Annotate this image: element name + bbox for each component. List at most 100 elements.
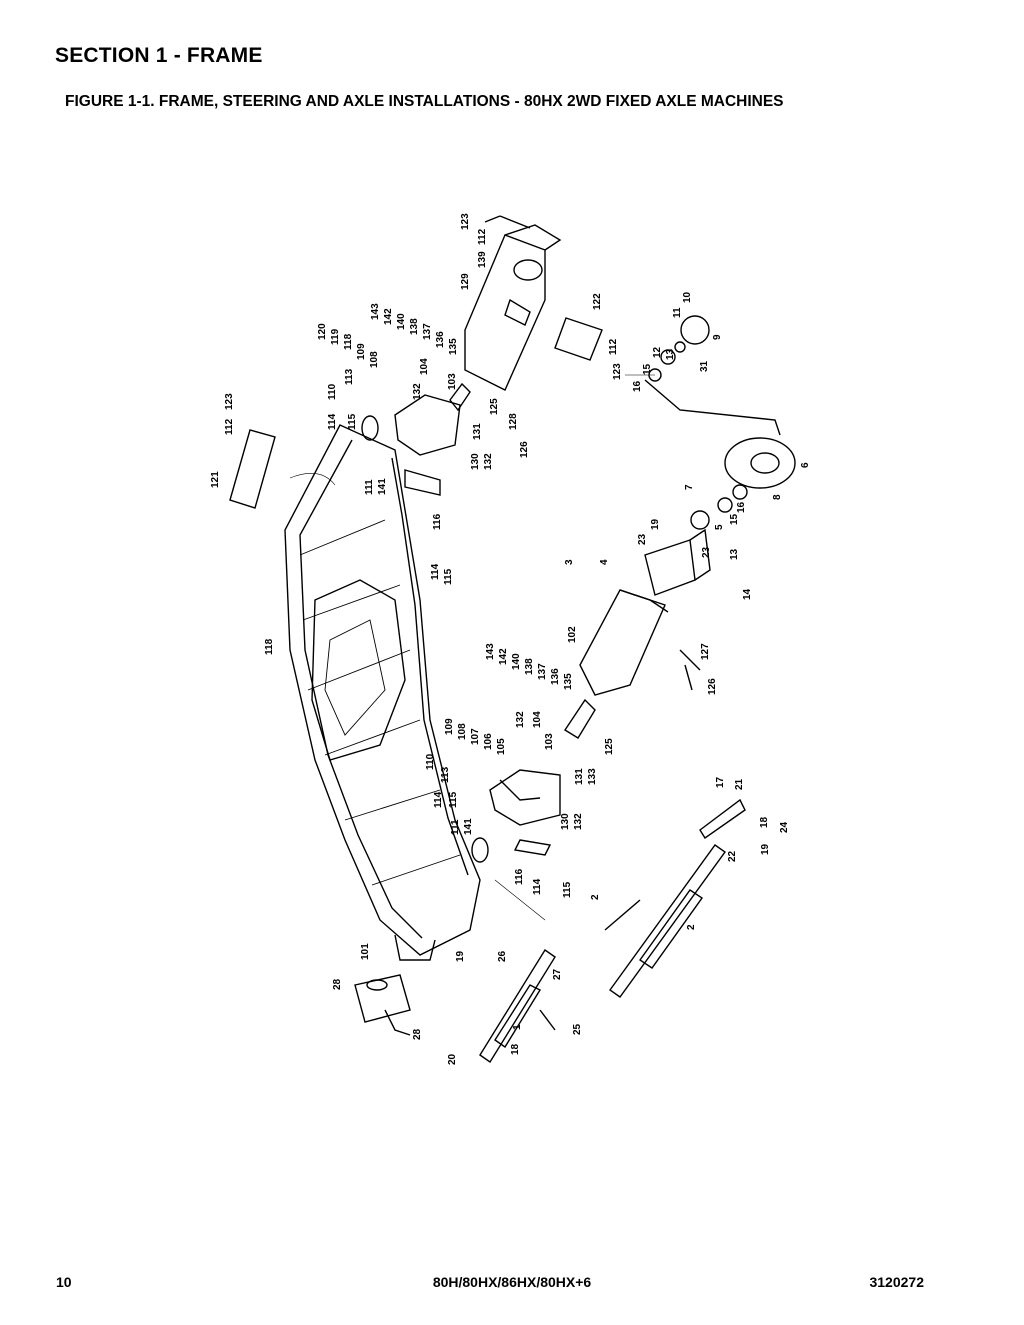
section-title: SECTION 1 - FRAME [55, 44, 263, 67]
callout-labels: 123 112 139 129 122 112 123 120 119 118 … [210, 213, 811, 1065]
document-number: 3120272 [869, 1274, 924, 1290]
callout-label: 109 [444, 718, 455, 735]
callout-label: 135 [563, 673, 574, 690]
callout-label: 120 [317, 323, 328, 340]
callout-label: 31 [699, 360, 710, 372]
callout-label: 130 [560, 813, 571, 830]
callout-label: 140 [396, 313, 407, 330]
callout-label: 110 [425, 753, 436, 770]
callout-label: 126 [519, 441, 530, 458]
callout-label: 111 [450, 819, 461, 835]
callout-label: 104 [419, 358, 430, 375]
callout-label: 132 [573, 813, 584, 830]
callout-label: 123 [460, 213, 471, 230]
callout-label: 127 [700, 643, 711, 660]
callout-label: 132 [483, 453, 494, 470]
callout-label: 113 [440, 766, 451, 783]
callout-label: 113 [344, 368, 355, 385]
callout-label: 20 [447, 1053, 458, 1065]
callout-label: 28 [332, 978, 343, 990]
callout-label: 9 [712, 334, 723, 340]
callout-label: 125 [489, 398, 500, 415]
callout-label: 6 [800, 462, 811, 468]
callout-label: 17 [715, 776, 726, 788]
callout-label: 102 [567, 626, 578, 643]
plates-drawing [229, 429, 276, 509]
callout-label: 24 [779, 821, 790, 833]
callout-label: 105 [496, 738, 507, 755]
callout-label: 16 [632, 380, 643, 392]
callout-label: 142 [498, 648, 509, 665]
lower-cylinder-drawing [354, 949, 556, 1063]
callout-label: 130 [470, 453, 481, 470]
callout-label: 23 [701, 546, 712, 558]
callout-label: 121 [210, 471, 221, 488]
callout-label: 131 [574, 768, 585, 785]
page-number: 10 [56, 1274, 72, 1290]
upper-axle-housing-drawing [449, 215, 603, 412]
callout-label: 140 [511, 653, 522, 670]
callout-label: 136 [550, 668, 561, 685]
callout-label: 103 [544, 733, 555, 750]
callout-label: 5 [714, 524, 725, 530]
callout-label: 112 [608, 338, 619, 355]
callout-label: 132 [412, 383, 423, 400]
callout-label: 12 [652, 346, 663, 358]
steering-cylinder-drawing [604, 798, 746, 998]
callout-label: 116 [514, 868, 525, 885]
callout-label: 1 [512, 1024, 523, 1030]
callout-label: 4 [599, 559, 610, 565]
callout-label: 103 [447, 373, 458, 390]
callout-label: 2 [686, 924, 697, 930]
callout-label: 119 [330, 328, 341, 345]
callout-label: 115 [347, 413, 358, 430]
callout-label: 115 [448, 791, 459, 808]
callout-label: 7 [684, 484, 695, 490]
callout-label: 23 [637, 533, 648, 545]
callout-label: 114 [327, 413, 338, 430]
callout-label: 2 [590, 894, 601, 900]
callout-label: 139 [477, 251, 488, 268]
callout-label: 112 [477, 228, 488, 245]
callout-label: 137 [537, 663, 548, 680]
callout-label: 129 [460, 273, 471, 290]
lower-axle-drawing [564, 589, 701, 739]
callout-label: 114 [532, 878, 543, 895]
callout-label: 13 [665, 348, 676, 360]
callout-label: 15 [642, 363, 653, 375]
main-frame-drawing [284, 415, 489, 961]
callout-label: 138 [409, 318, 420, 335]
callout-label: 19 [650, 518, 661, 530]
callout-label: 128 [508, 413, 519, 430]
callout-label: 115 [562, 881, 573, 898]
callout-label: 133 [587, 768, 598, 785]
callout-label: 142 [383, 308, 394, 325]
callout-label: 106 [483, 733, 494, 750]
callout-label: 123 [224, 393, 235, 410]
callout-label: 3 [564, 559, 575, 565]
callout-label: 18 [510, 1043, 521, 1055]
callout-label: 116 [432, 513, 443, 530]
callout-label: 118 [264, 638, 275, 655]
callout-label: 115 [443, 568, 454, 585]
callout-label: 108 [369, 351, 380, 368]
callout-label: 132 [515, 711, 526, 728]
callout-label: 104 [532, 711, 543, 728]
callout-label: 118 [343, 333, 354, 350]
callout-label: 112 [224, 418, 235, 435]
callout-label: 141 [377, 478, 388, 495]
callout-label: 108 [457, 723, 468, 740]
callout-label: 110 [327, 383, 338, 400]
callout-label: 122 [592, 293, 603, 310]
model-designation: 80H/80HX/86HX/80HX+6 [432, 1274, 592, 1290]
callout-label: 28 [412, 1028, 423, 1040]
callout-label: 8 [772, 494, 783, 500]
callout-label: 111 [364, 479, 375, 495]
callout-label: 141 [463, 818, 474, 835]
callout-label: 21 [734, 778, 745, 790]
callout-label: 109 [356, 343, 367, 360]
hub-assembly-drawing [644, 315, 796, 596]
callout-label: 19 [760, 843, 771, 855]
callout-label: 137 [422, 323, 433, 340]
